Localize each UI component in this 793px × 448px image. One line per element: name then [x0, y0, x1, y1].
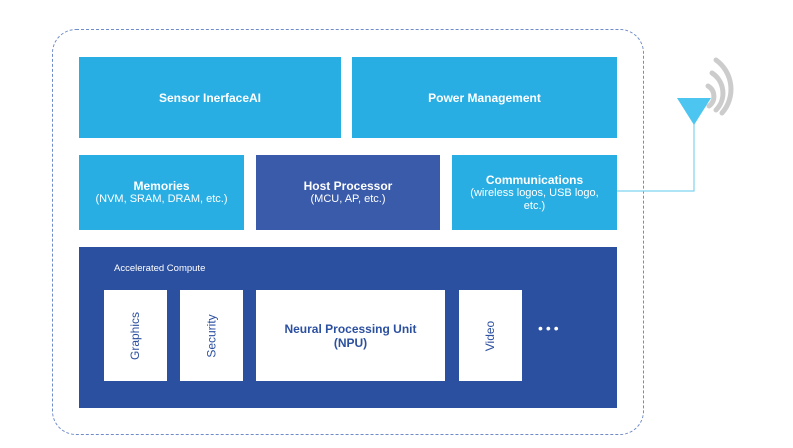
memories-subtitle: (NVM, SRAM, DRAM, etc.): [95, 193, 228, 205]
power-management-block: Power Management: [352, 57, 617, 138]
video-unit: Video: [459, 290, 522, 381]
npu-unit: Neural Processing Unit (NPU): [256, 290, 445, 381]
sensor-interface-label: Sensor InerfaceAI: [158, 90, 262, 105]
memories-block: Memories (NVM, SRAM, DRAM, etc.): [79, 155, 244, 230]
antenna-connector-line: [617, 124, 695, 192]
power-management-label: Power Management: [428, 90, 541, 105]
accelerated-compute-label: Accelerated Compute: [114, 263, 206, 274]
security-unit: Security: [180, 290, 243, 381]
communications-subtitle: (wireless logos, USB logo, etc.): [470, 186, 599, 212]
wifi-signal-icon: [705, 57, 734, 116]
host-processor-title: Host Processor: [303, 179, 393, 193]
npu-subtitle: (NPU): [333, 335, 368, 350]
graphics-unit: Graphics: [104, 290, 167, 381]
host-processor-subtitle: (MCU, AP, etc.): [310, 193, 386, 205]
communications-block: Communications (wireless logos, USB logo…: [452, 155, 617, 230]
host-processor-block: Host Processor (MCU, AP, etc.): [256, 155, 440, 230]
more-units-ellipsis: •••: [538, 320, 562, 336]
device-boundary: [52, 29, 644, 435]
memories-title: Memories: [133, 179, 190, 193]
communications-title: Communications: [485, 172, 584, 187]
sensor-interface-block: Sensor InerfaceAI: [79, 57, 341, 138]
antenna-icon: [677, 98, 711, 125]
npu-title: Neural Processing Unit: [284, 321, 417, 336]
